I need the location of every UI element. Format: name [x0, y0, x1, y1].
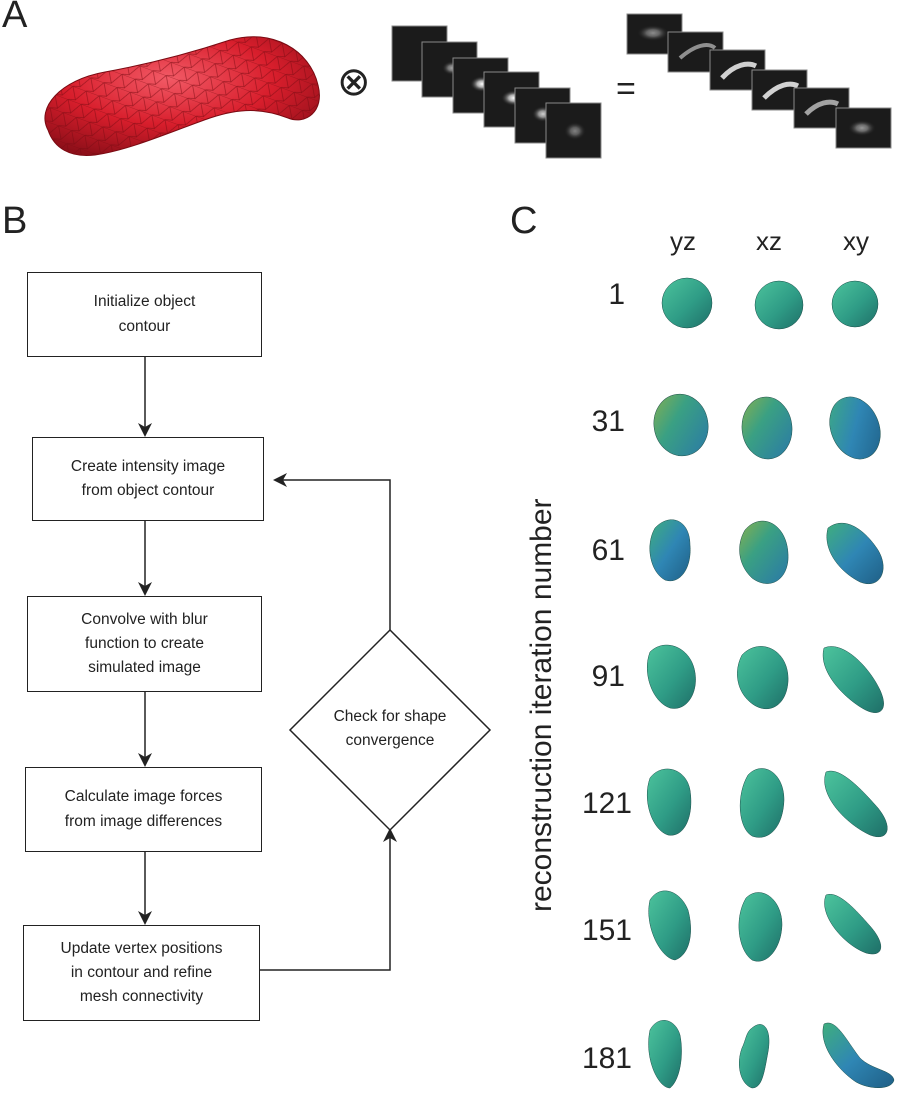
red-mesh-shape	[44, 36, 320, 157]
step-calculate-forces-label: Calculate image forces from image differ…	[64, 788, 223, 830]
iteration-label-121: 121	[581, 787, 632, 820]
column-header-xy: xy	[843, 226, 869, 256]
axis-label-iteration: reconstruction iteration number	[525, 498, 558, 912]
iteration-label-91: 91	[591, 660, 625, 693]
step-create-intensity-image: Create intensity image from object conto…	[32, 437, 264, 521]
column-header-yz: yz	[670, 226, 696, 256]
panel-label-b: B	[2, 200, 28, 242]
convolve-symbol: ⊗	[337, 60, 371, 104]
iteration-label-181: 181	[581, 1042, 632, 1075]
panel-label-a: A	[2, 0, 28, 36]
iteration-label-1: 1	[608, 278, 625, 311]
shape-grid	[646, 277, 895, 1089]
panel-label-c: C	[510, 200, 538, 242]
step-initialize-label: Initialize object contour	[93, 293, 196, 335]
step-initialize: Initialize object contour	[27, 272, 262, 357]
step-calculate-forces: Calculate image forces from image differ…	[25, 767, 262, 852]
step-create-intensity-image-label: Create intensity image from object conto…	[70, 457, 226, 499]
iteration-label-61: 61	[591, 534, 625, 567]
step-update-vertices-label: Update vertex positions in contour and r…	[60, 939, 223, 1005]
decision-diamond	[288, 628, 492, 832]
iteration-label-151: 151	[581, 914, 632, 947]
step-convolve: Convolve with blur function to create si…	[27, 596, 262, 692]
input-image-stack	[391, 25, 602, 159]
step-convolve-label: Convolve with blur function to create si…	[81, 610, 208, 676]
output-image-stack	[626, 13, 892, 149]
iteration-label-31: 31	[591, 405, 625, 438]
decision-label: Check for shape convergence	[333, 708, 447, 750]
step-update-vertices: Update vertex positions in contour and r…	[23, 925, 260, 1021]
flowchart-connectors	[138, 357, 397, 971]
equals-symbol: =	[616, 70, 636, 108]
column-header-xz: xz	[756, 226, 782, 256]
